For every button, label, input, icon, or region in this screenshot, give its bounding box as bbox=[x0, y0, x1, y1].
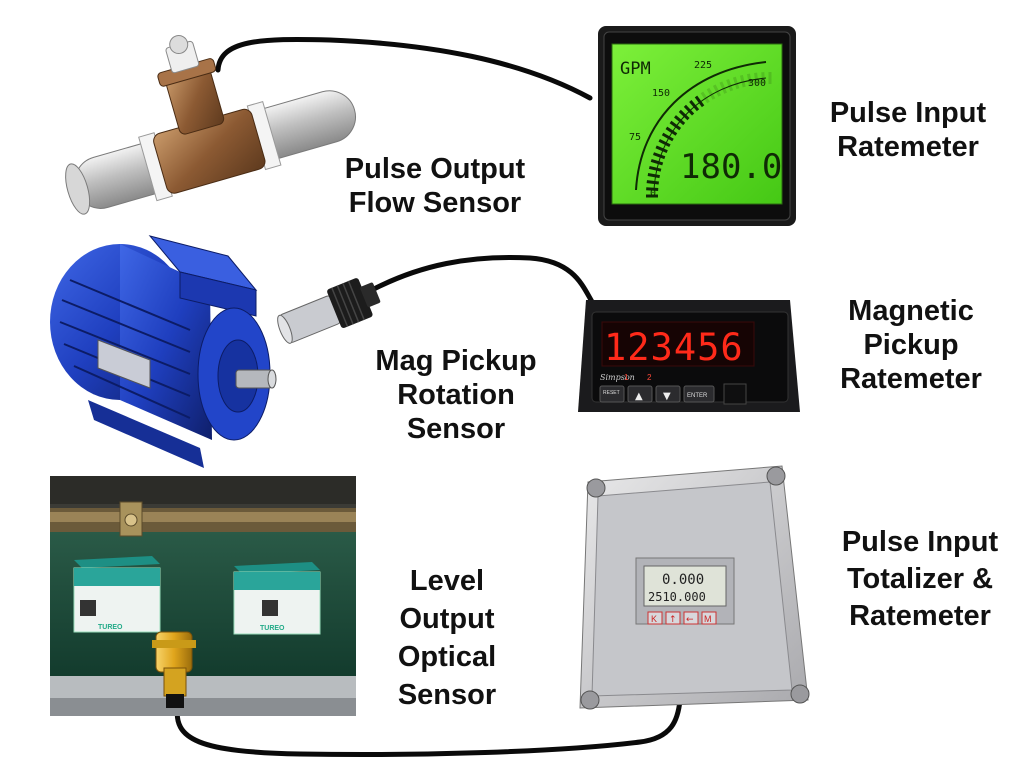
label-magnetic-pickup-ratemeter: Magnetic Pickup Ratemeter bbox=[816, 294, 1006, 396]
lcd-bar-segment bbox=[650, 158, 664, 166]
cables bbox=[174, 36, 683, 757]
optical-sensor bbox=[152, 631, 196, 708]
lcd-reading: 180.0 bbox=[680, 147, 782, 187]
lcd-bar-segment bbox=[658, 138, 671, 148]
label-line: Ratemeter bbox=[837, 131, 979, 163]
lcd-bar-segment bbox=[683, 104, 695, 116]
svg-text:M: M bbox=[704, 614, 712, 624]
product-box-1: TUREO bbox=[73, 556, 161, 633]
label-line: Pulse Input bbox=[829, 97, 987, 129]
mag-pickup-sensor-image bbox=[277, 278, 381, 344]
label-line: Ratemeter bbox=[840, 363, 982, 395]
product-box-2: TUREO bbox=[233, 562, 321, 635]
flow-sensor-image bbox=[65, 35, 356, 215]
lcd-bar-segment bbox=[669, 120, 682, 131]
lcd-unit-label: GPM bbox=[620, 59, 651, 79]
label-pulse-input-ratemeter: Pulse Input Ratemeter bbox=[808, 96, 1008, 164]
totalizer-key-k[interactable]: K bbox=[647, 611, 663, 625]
lcd-bar-segment bbox=[712, 84, 722, 97]
lcd-bar-segment bbox=[678, 109, 690, 121]
electric-motor-image bbox=[50, 235, 277, 468]
lcd-bar-segment bbox=[661, 132, 674, 142]
led-indicator-2: 2 bbox=[647, 373, 652, 382]
totalizer-enclosure: 0.000 2510.000 K ↑ ← M bbox=[579, 465, 810, 710]
label-line: Ratemeter bbox=[849, 600, 991, 632]
lcd-tick-225: 225 bbox=[694, 60, 712, 71]
led-button-up[interactable]: ▲ bbox=[627, 385, 653, 403]
label-line: Output bbox=[399, 603, 495, 635]
totalizer-line2: 2510.000 bbox=[648, 590, 706, 604]
label-mag-pickup-rotation-sensor: Mag Pickup Rotation Sensor bbox=[356, 344, 556, 446]
lcd-bar-segment bbox=[726, 78, 734, 92]
label-line: Optical bbox=[397, 641, 497, 673]
lcd-tick-75: 75 bbox=[629, 132, 641, 143]
lcd-bar-segment bbox=[694, 95, 705, 108]
svg-text:←: ← bbox=[686, 615, 694, 625]
mag-pickup-cable bbox=[369, 255, 603, 315]
svg-text:RESET: RESET bbox=[603, 390, 620, 396]
lcd-tick-300: 300 bbox=[748, 78, 766, 89]
lcd-bar-segment bbox=[646, 180, 659, 185]
lcd-bar-segment bbox=[647, 173, 660, 179]
lcd-bar-graph bbox=[646, 72, 772, 198]
svg-text:ENTER: ENTER bbox=[687, 393, 708, 399]
label-level-output-optical-sensor: Level Output Optical Sensor bbox=[372, 562, 522, 714]
product-box-1-brand: TUREO bbox=[98, 624, 123, 631]
lcd-bar-segment bbox=[648, 165, 662, 172]
totalizer-key-up[interactable]: ↑ bbox=[665, 611, 681, 625]
svg-text:↑: ↑ bbox=[669, 615, 677, 625]
lcd-bar-segment bbox=[689, 100, 700, 112]
label-line: Pickup bbox=[863, 329, 959, 361]
lcd-bar-segment bbox=[700, 91, 710, 104]
led-button-enter[interactable]: ENTER bbox=[683, 385, 715, 403]
svg-text:▲: ▲ bbox=[635, 391, 643, 402]
led-indicator-1: 1 bbox=[624, 373, 629, 382]
svg-text:▼: ▼ bbox=[663, 391, 671, 402]
totalizer-line1: 0.000 bbox=[662, 572, 704, 588]
svg-text:K: K bbox=[651, 614, 657, 624]
lcd-bar-segment bbox=[739, 74, 746, 88]
label-line: Pulse Input bbox=[841, 526, 999, 558]
label-line: Totalizer & bbox=[846, 563, 994, 595]
label-line: Sensor bbox=[406, 413, 506, 445]
led-button-reset[interactable]: RESET bbox=[599, 385, 625, 403]
label-line: Level bbox=[409, 565, 485, 597]
lcd-tick-0: 0 bbox=[650, 188, 656, 199]
label-line: Mag Pickup bbox=[375, 345, 537, 377]
totalizer-key-m[interactable]: M bbox=[701, 611, 717, 625]
conveyor-photo: TUREO TUREO bbox=[50, 476, 356, 716]
led-brand: Simpson bbox=[600, 373, 635, 382]
label-pulse-output-flow-sensor: Pulse Output Flow Sensor bbox=[320, 152, 550, 220]
label-line: Rotation bbox=[397, 379, 515, 411]
label-line: Magnetic bbox=[848, 295, 974, 327]
lcd-tick-150: 150 bbox=[652, 88, 670, 99]
lcd-screen bbox=[611, 43, 783, 205]
led-display-window bbox=[601, 321, 755, 367]
lcd-ratemeter-device: GPM 0 75 150 225 300 180.0 bbox=[598, 26, 796, 226]
lcd-bar-segment bbox=[747, 73, 753, 86]
flow-sensor-cable bbox=[215, 36, 593, 101]
product-box-2-brand: TUREO bbox=[260, 625, 285, 632]
lcd-bar-segment bbox=[652, 152, 666, 160]
lcd-bar-segment bbox=[719, 81, 727, 94]
led-button-down[interactable]: ▼ bbox=[655, 385, 681, 403]
optical-sensor-cable bbox=[174, 697, 683, 757]
label-pulse-input-totalizer-ratemeter: Pulse Input Totalizer & Ratemeter bbox=[822, 524, 1018, 635]
lcd-bar-segment bbox=[665, 126, 678, 136]
label-line: Pulse Output bbox=[344, 153, 526, 185]
totalizer-lcd bbox=[643, 565, 727, 607]
totalizer-key-left[interactable]: ← bbox=[683, 611, 699, 625]
lcd-bar-segment bbox=[732, 76, 740, 90]
lcd-bar-segment bbox=[706, 87, 716, 100]
label-line: Sensor bbox=[397, 679, 497, 711]
led-reading: 123456 bbox=[604, 326, 744, 369]
lcd-bar-segment bbox=[674, 115, 686, 126]
lcd-bar-segment bbox=[646, 187, 659, 191]
lcd-bar-segment bbox=[655, 145, 668, 153]
led-ratemeter-device: 123456 Simpson 1 2 RESET ▲ ▼ ENTER bbox=[578, 300, 800, 412]
label-line: Flow Sensor bbox=[348, 187, 522, 219]
